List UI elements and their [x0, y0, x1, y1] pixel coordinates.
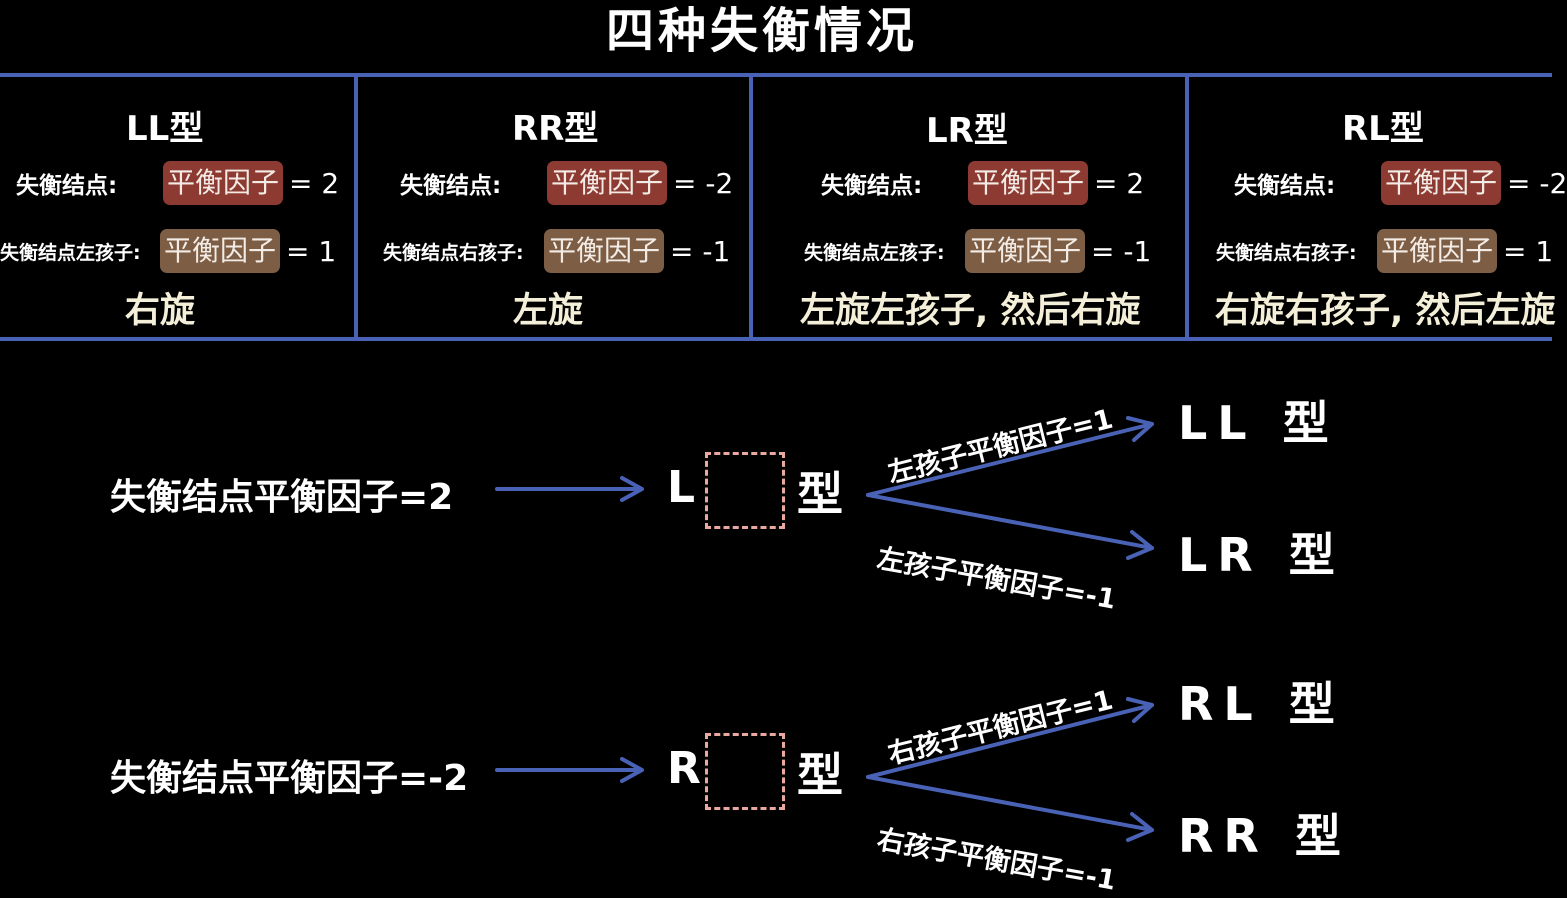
balance-factor-chip: 平衡因子 [1381, 161, 1502, 205]
row-value: = -1 [1091, 234, 1152, 268]
result-type: RL 型 [1178, 677, 1345, 731]
card-title: LL型 [126, 109, 204, 149]
page-title: 四种失衡情况 [605, 3, 918, 59]
placeholder-box [705, 733, 785, 810]
arrow-rr [866, 775, 1154, 842]
row-child-node: 失衡结点左孩子: 平衡因子 = 1 [0, 229, 336, 273]
balance-factor-chip: 平衡因子 [968, 161, 1089, 205]
arrow-rl [866, 697, 1154, 779]
type-prefix: R [667, 743, 701, 794]
result-type: LR 型 [1178, 528, 1345, 582]
row-value: = 2 [289, 166, 340, 200]
row-unbalanced-node: 失衡结点: 平衡因子 = -2 [1234, 161, 1567, 205]
row-child-node: 失衡结点右孩子: 平衡因子 = -1 [383, 229, 730, 273]
row-label: 失衡结点右孩子: [1216, 241, 1357, 264]
row-label: 失衡结点左孩子: [0, 241, 141, 264]
condition-label: 失衡结点平衡因子=2 [110, 477, 454, 518]
balance-factor-chip: 平衡因子 [1377, 229, 1498, 273]
card-rl: RL型 失衡结点: 平衡因子 = -2 失衡结点右孩子: 平衡因子 = 1 右旋… [1189, 79, 1567, 337]
card-title: LR型 [926, 111, 1008, 151]
card-lr: LR型 失衡结点: 平衡因子 = 2 失衡结点左孩子: 平衡因子 = -1 左旋… [753, 79, 1185, 337]
column-divider [354, 75, 358, 341]
row-value: = -2 [673, 166, 734, 200]
row-child-node: 失衡结点左孩子: 平衡因子 = -1 [804, 229, 1151, 273]
card-ll: LL型 失衡结点: 平衡因子 = 2 失衡结点左孩子: 平衡因子 = 1 右旋 [0, 79, 354, 337]
rotation-result: 左旋 [513, 291, 584, 331]
column-divider [749, 75, 753, 341]
arrow-ll [866, 416, 1154, 497]
condition-label: 失衡结点平衡因子=-2 [110, 758, 469, 799]
card-title: RR型 [512, 109, 599, 149]
balance-factor-chip: 平衡因子 [965, 229, 1086, 273]
row-unbalanced-node: 失衡结点: 平衡因子 = -2 [400, 161, 733, 205]
row-label: 失衡结点: [400, 173, 502, 199]
row-label: 失衡结点右孩子: [383, 241, 524, 264]
row-child-node: 失衡结点右孩子: 平衡因子 = 1 [1216, 229, 1553, 273]
row-unbalanced-node: 失衡结点: 平衡因子 = 2 [821, 161, 1144, 205]
row-label: 失衡结点: [821, 173, 923, 199]
row-unbalanced-node: 失衡结点: 平衡因子 = 2 [16, 161, 339, 205]
result-type: RR 型 [1178, 809, 1351, 863]
type-suffix: 型 [797, 748, 843, 802]
balance-factor-chip: 平衡因子 [163, 161, 284, 205]
row-label: 失衡结点: [1234, 173, 1336, 199]
row-value: = -1 [670, 234, 731, 268]
table-top-border [0, 73, 1552, 77]
row-value: = 1 [286, 234, 337, 268]
row-label: 失衡结点左孩子: [804, 241, 945, 264]
card-rr: RR型 失衡结点: 平衡因子 = -2 失衡结点右孩子: 平衡因子 = -1 左… [358, 79, 749, 337]
balance-factor-chip: 平衡因子 [544, 229, 665, 273]
type-prefix: L [667, 462, 696, 513]
result-type: LL 型 [1178, 396, 1339, 450]
table-bottom-border [0, 337, 1552, 341]
row-label: 失衡结点: [16, 173, 118, 199]
balance-factor-chip: 平衡因子 [160, 229, 281, 273]
placeholder-box [705, 452, 785, 529]
arrow-condition-2 [495, 757, 644, 783]
rotation-result: 右旋右孩子, 然后左旋 [1215, 291, 1556, 331]
rotation-result: 右旋 [125, 291, 196, 331]
row-value: = -2 [1507, 166, 1567, 200]
arrow-condition-1 [495, 476, 644, 502]
card-title: RL型 [1342, 109, 1424, 149]
row-value: = 1 [1503, 234, 1554, 268]
rotation-result: 左旋左孩子, 然后右旋 [800, 291, 1141, 331]
row-value: = 2 [1094, 166, 1145, 200]
arrow-lr [866, 493, 1154, 560]
type-suffix: 型 [797, 467, 843, 521]
column-divider [1185, 75, 1189, 341]
balance-factor-chip: 平衡因子 [547, 161, 668, 205]
